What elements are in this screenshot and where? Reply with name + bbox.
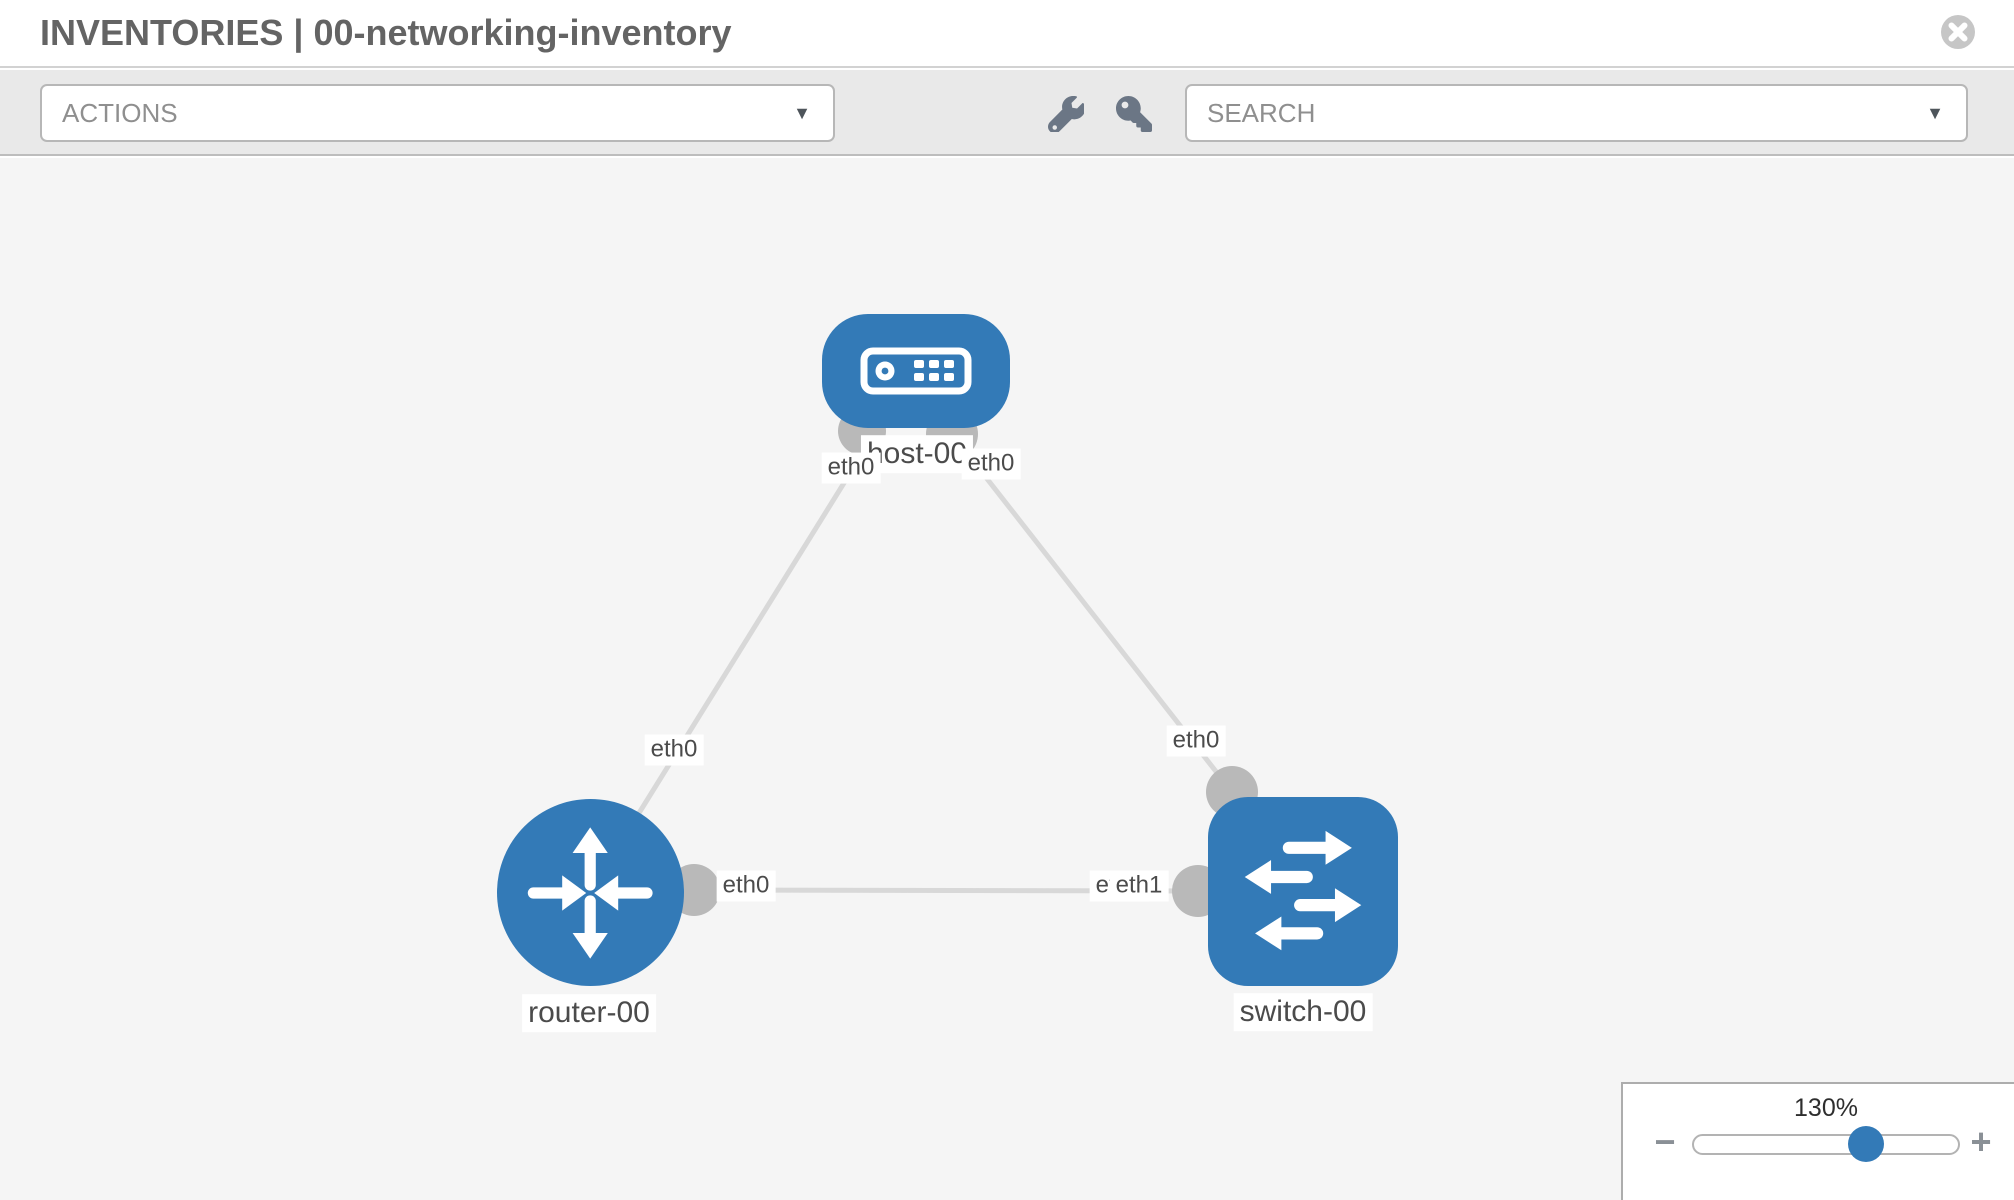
zoom-slider-thumb[interactable] [1848, 1126, 1884, 1162]
switch-icon [1244, 830, 1362, 950]
toolbar: ACTIONS ▼ SEARCH ▼ [0, 70, 2014, 156]
page-title: INVENTORIES | 00-networking-inventory [40, 12, 732, 53]
node-label-switch-00: switch-00 [1233, 993, 1373, 1031]
zoom-level-label: 130% [1794, 1094, 1858, 1122]
host-icon [860, 347, 972, 395]
node-host-00[interactable] [822, 314, 1010, 428]
chevron-down-icon: ▼ [1926, 103, 1944, 123]
node-switch-00[interactable] [1208, 797, 1398, 986]
topology-canvas[interactable] [0, 158, 2014, 1200]
actions-dropdown[interactable]: ACTIONS ▼ [40, 84, 835, 142]
interface-label: eth0 [1166, 725, 1226, 757]
node-router-00[interactable] [497, 799, 684, 986]
actions-dropdown-label: ACTIONS [62, 98, 178, 128]
wrench-icon [1048, 96, 1084, 132]
key-button[interactable] [1112, 94, 1156, 134]
zoom-panel: 130% − + [1621, 1082, 2014, 1200]
zoom-slider-track[interactable] [1692, 1134, 1960, 1155]
close-button[interactable] [1940, 14, 1976, 50]
wrench-button[interactable] [1044, 94, 1088, 134]
zoom-in-button[interactable]: + [1961, 1120, 2001, 1164]
interface-label: eth0 [716, 870, 776, 902]
interface-label: eth1 [1109, 870, 1169, 902]
interface-label: eth0 [821, 452, 881, 484]
router-icon [527, 826, 653, 959]
header: INVENTORIES | 00-networking-inventory [0, 0, 2014, 68]
node-label-host-00: host-00 [860, 435, 974, 473]
search-dropdown-label: SEARCH [1207, 98, 1316, 128]
search-dropdown[interactable]: SEARCH ▼ [1185, 84, 1968, 142]
interface-label: eth0 [644, 734, 704, 766]
close-icon [1941, 15, 1975, 49]
zoom-out-button[interactable]: − [1645, 1120, 1685, 1164]
interface-label: eth0 [961, 448, 1021, 480]
node-label-router-00: router-00 [522, 994, 656, 1032]
key-icon [1116, 96, 1152, 132]
chevron-down-icon: ▼ [793, 103, 811, 123]
